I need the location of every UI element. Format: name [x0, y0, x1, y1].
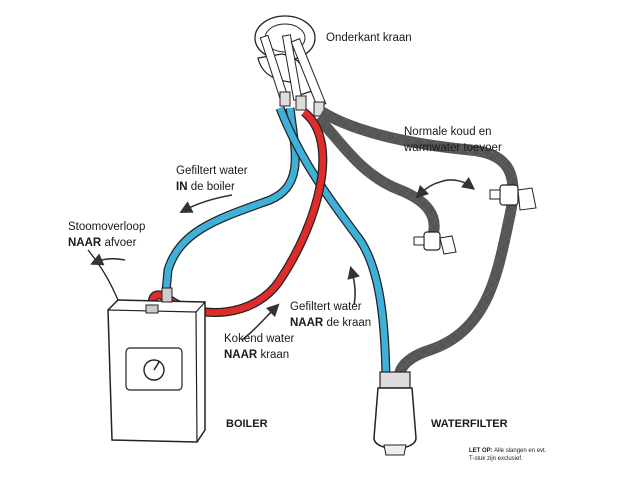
- label-filtered-in-line2: IN de boiler: [176, 179, 248, 195]
- label-filtered-to-tap-line2: NAAR de kraan: [290, 315, 371, 331]
- label-overflow-rest: afvoer: [104, 237, 137, 249]
- label-boiling-line1: Kokend water: [224, 333, 295, 345]
- braided-supply-hoses: [314, 107, 519, 380]
- label-boiling: Kokend water NAAR kraan: [224, 331, 294, 363]
- caption-boiler: BOILER: [226, 418, 268, 430]
- label-supply: Normale koud en warmwater toevoer: [404, 124, 502, 156]
- label-overflow-line2: NAAR afvoer: [68, 235, 145, 251]
- label-overflow: Stoomoverloop NAAR afvoer: [68, 219, 145, 251]
- caption-waterfilter: WATERFILTER: [431, 418, 508, 430]
- label-filtered-in-bold: IN: [176, 181, 188, 193]
- label-boiling-bold: NAAR: [224, 349, 258, 361]
- label-supply-line2: warmwater toevoer: [404, 142, 502, 154]
- angle-valve-right: [489, 184, 537, 211]
- label-filtered-to-tap-line1: Gefiltert water: [290, 301, 362, 313]
- label-boiling-rest: kraan: [260, 349, 290, 361]
- label-filtered-to-tap-bold: NAAR: [290, 317, 324, 329]
- label-filtered-to-tap: Gefiltert water NAAR de kraan: [290, 299, 371, 331]
- label-overflow-bold: NAAR: [68, 237, 102, 249]
- label-filtered-in-line1: Gefiltert water: [176, 165, 248, 177]
- label-boiling-line2: NAAR kraan: [224, 347, 294, 363]
- tap-underside: [254, 15, 327, 117]
- label-tap-bottom: Onderkant kraan: [326, 32, 412, 44]
- boiler: [107, 287, 206, 443]
- disclaimer-note: LET OP: Alle slangen en evt. T-stuk zijn…: [469, 447, 546, 463]
- flow-arrows: [90, 177, 476, 341]
- label-supply-line1: Normale koud en: [404, 126, 492, 138]
- disclaimer-line1: LET OP: Alle slangen en evt.: [469, 447, 546, 455]
- label-filtered-in-rest: de boiler: [190, 181, 235, 193]
- label-filtered-to-tap-rest: de kraan: [326, 317, 372, 329]
- disclaimer-line1-text: Alle slangen en evt.: [494, 448, 547, 454]
- angle-valve-left: [413, 231, 457, 255]
- waterfilter: [373, 371, 417, 456]
- label-overflow-line1: Stoomoverloop: [68, 221, 146, 233]
- disclaimer-bold: LET OP:: [469, 448, 493, 454]
- label-filtered-in: Gefiltert water IN de boiler: [176, 163, 248, 195]
- disclaimer-line2: T-stuk zijn exclusief.: [469, 456, 523, 462]
